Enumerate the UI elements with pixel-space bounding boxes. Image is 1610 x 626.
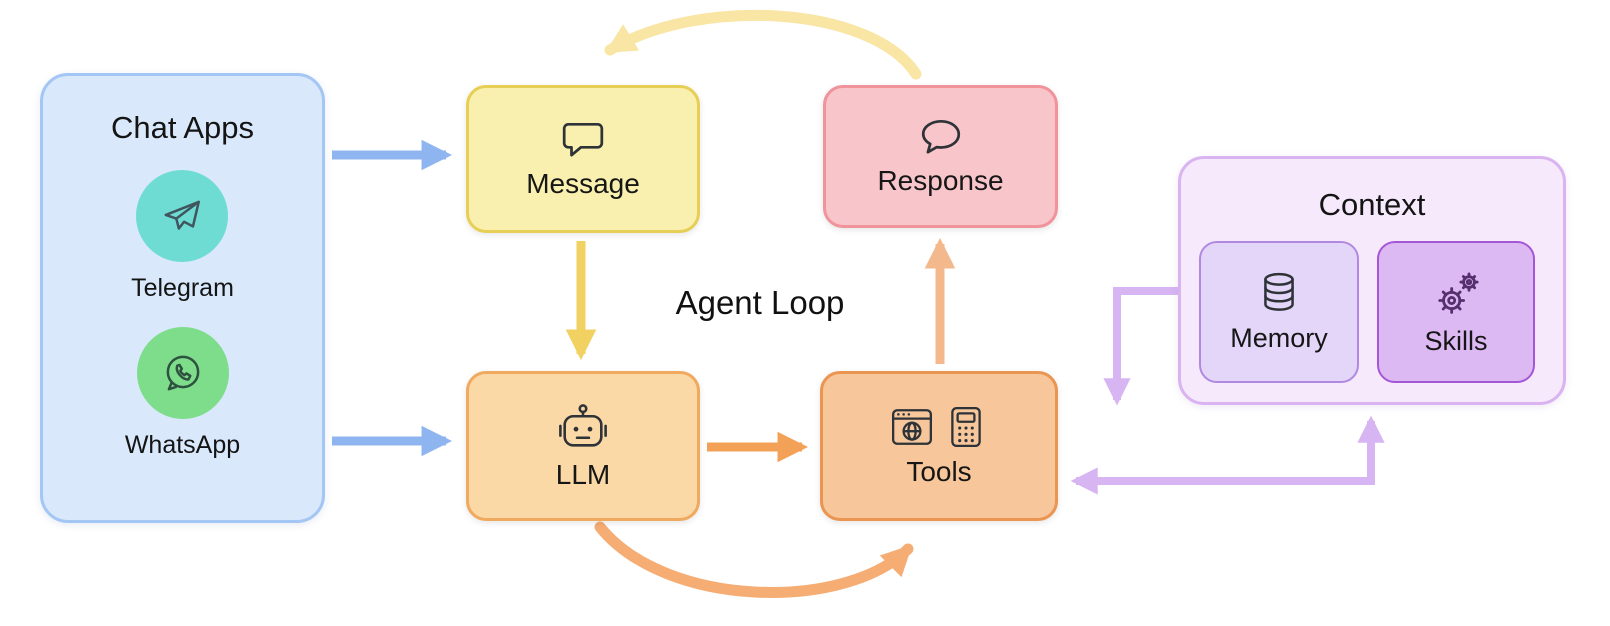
chat-bubble-round-icon — [921, 119, 960, 154]
chat-app-telegram: Telegram — [131, 170, 234, 303]
telegram-label: Telegram — [131, 274, 234, 302]
message-node: Message — [466, 85, 700, 233]
chat-apps-panel: Chat Apps Telegram WhatsApp — [40, 73, 325, 523]
gears-icon — [1438, 272, 1479, 314]
browser-icon — [891, 408, 933, 445]
context-panel: Context Memory — [1178, 156, 1566, 405]
robot-icon — [559, 403, 607, 447]
edge-llm-to-tools-curve — [594, 521, 914, 598]
telegram-plane-icon — [136, 170, 229, 262]
chat-apps-title: Chat Apps — [110, 110, 255, 145]
edge-response-to-message-curve — [604, 9, 922, 80]
database-icon — [1264, 272, 1294, 311]
chat-bubble-square-icon — [562, 122, 604, 157]
edge-context-to-tools-down — [1103, 287, 1178, 406]
tools-icons — [890, 405, 988, 449]
whatsapp-icon — [136, 327, 229, 419]
memory-node: Memory — [1199, 241, 1359, 383]
tools-node: Tools — [820, 371, 1058, 521]
context-title: Context — [1318, 187, 1426, 222]
response-label: Response — [877, 165, 1004, 196]
agent-loop-label: Agent Loop — [675, 284, 845, 321]
skills-node: Skills — [1377, 241, 1535, 383]
edge-tools-context-bidirectional — [1070, 415, 1385, 495]
chat-app-whatsapp: WhatsApp — [125, 327, 240, 460]
memory-label: Memory — [1230, 323, 1328, 353]
skills-label: Skills — [1424, 326, 1488, 356]
message-label: Message — [526, 167, 640, 199]
whatsapp-label: WhatsApp — [124, 431, 241, 459]
calculator-icon — [951, 406, 981, 447]
llm-label: LLM — [555, 458, 611, 490]
llm-node: LLM — [466, 371, 700, 521]
response-node: Response — [823, 85, 1058, 228]
tools-label: Tools — [906, 455, 972, 487]
